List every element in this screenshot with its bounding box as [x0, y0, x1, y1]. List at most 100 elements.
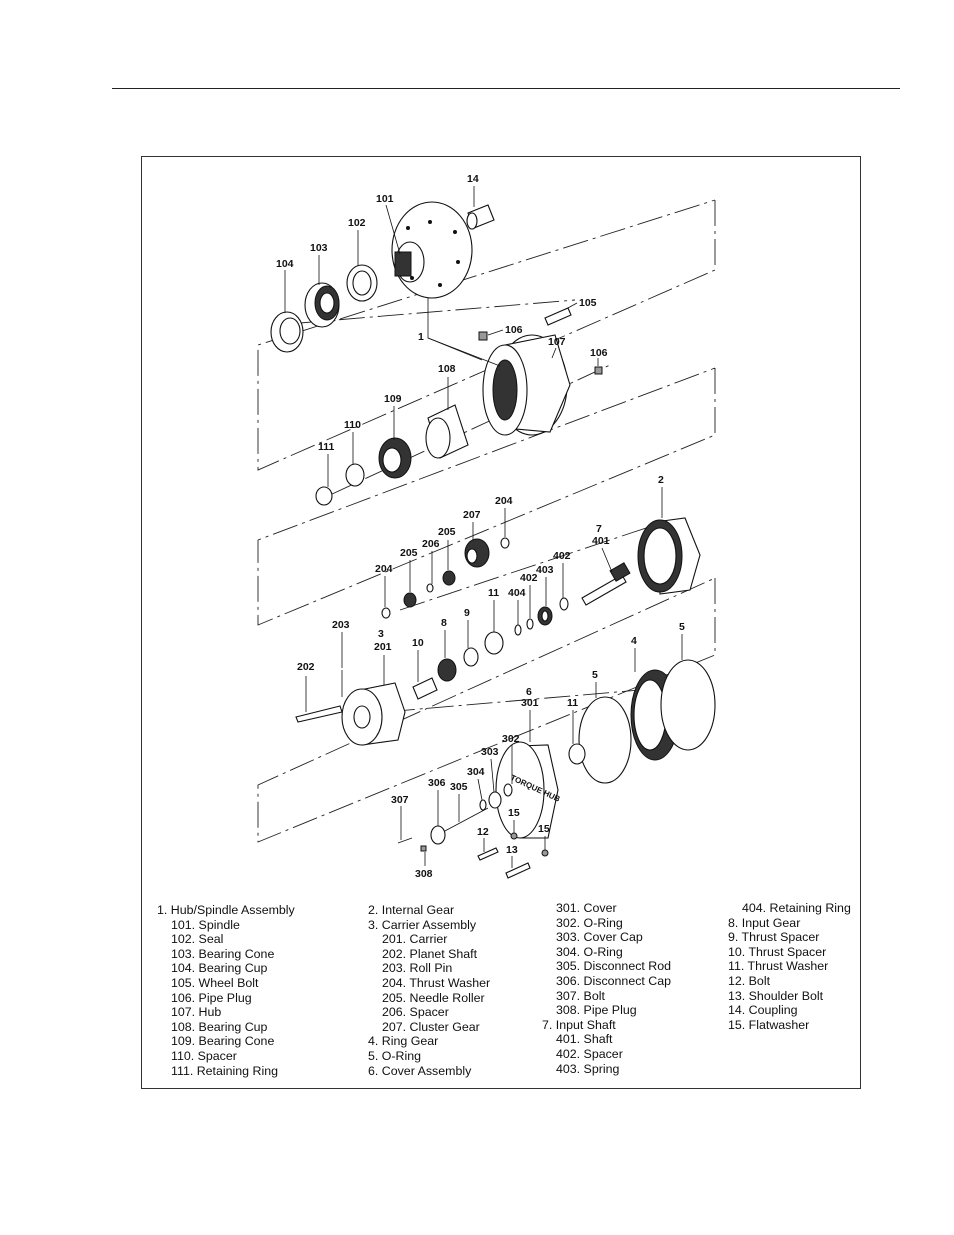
callout-207: 207 — [463, 509, 481, 521]
hub-part — [482, 334, 571, 436]
legend-item: 2. Internal Gear — [368, 903, 455, 917]
legend-item: 102. Seal — [171, 932, 224, 947]
spacer-402b-part — [526, 618, 534, 630]
callout-401: 401 — [592, 535, 610, 547]
callout-206: 206 — [422, 538, 440, 550]
callout-306: 306 — [428, 777, 446, 789]
callout-111: 111 — [318, 441, 335, 453]
legend-item: 12. Bolt — [728, 973, 771, 988]
legend-column-4: 404. Retaining Ring 8. Input Gear 9. Thr… — [728, 901, 851, 1032]
flatwasher-15b-part — [541, 849, 549, 857]
callout-12: 12 — [477, 826, 489, 838]
legend-item: 8. Input Gear — [728, 915, 801, 930]
legend-item: 11. Thrust Washer — [728, 959, 829, 974]
legend-item: 104. Bearing Cup — [171, 961, 268, 976]
bearing-cone-103-part — [304, 282, 340, 328]
legend-item: 207. Cluster Gear — [382, 1019, 480, 1034]
bearing-cup-108-part — [425, 404, 469, 459]
legend-item: 7. Input Shaft — [542, 1017, 616, 1032]
callout-109: 109 — [384, 393, 402, 405]
bearing-cone-109-part — [378, 437, 412, 479]
o-ring-5a-part — [660, 659, 716, 751]
callout-labels: 14 101 102 103 104 105 106 107 106 1 108… — [276, 173, 685, 880]
spacer-402a-part — [559, 597, 569, 611]
callout-13: 13 — [506, 844, 518, 856]
legend-item: 403. Spring — [556, 1061, 620, 1076]
legend-item: 304. O-Ring — [556, 944, 623, 959]
callout-302: 302 — [502, 733, 520, 745]
legend-item: 202. Planet Shaft — [382, 946, 478, 961]
thrust-washer-204b-part — [381, 607, 391, 619]
legend-item: 303. Cover Cap — [556, 930, 643, 945]
callout-402a: 402 — [553, 550, 571, 562]
carrier-part — [341, 682, 406, 746]
callout-402b: 402 — [520, 572, 538, 584]
flatwasher-15a-part — [510, 832, 518, 840]
cover-cap-part — [488, 791, 502, 809]
figure-frame — [141, 156, 861, 1089]
o-ring-302-part — [503, 783, 513, 797]
thrust-washer-11b-part — [568, 743, 586, 765]
legend-item: 203. Roll Pin — [382, 961, 453, 976]
legend-item: 308. Pipe Plug — [556, 1003, 637, 1018]
legend-column-3: 301. Cover 302. O-Ring 303. Cover Cap 30… — [542, 901, 671, 1076]
callout-7: 7 — [596, 523, 602, 535]
callout-202: 202 — [297, 661, 315, 673]
callout-201: 201 — [374, 641, 392, 653]
wheel-bolt-part — [544, 307, 572, 326]
callout-15b: 15 — [538, 823, 550, 835]
legend-item: 1. Hub/Spindle Assembly — [157, 903, 295, 917]
callout-305: 305 — [450, 781, 468, 793]
spacer-206-part — [426, 583, 434, 593]
legend-item: 204. Thrust Washer — [382, 975, 491, 990]
legend-item: 13. Shoulder Bolt — [728, 988, 824, 1003]
callout-5a: 5 — [679, 621, 685, 633]
callout-404: 404 — [508, 587, 526, 599]
bolt-12-part — [477, 847, 499, 861]
callout-108: 108 — [438, 363, 456, 375]
callout-301: 301 — [521, 697, 539, 709]
legend-item: 404. Retaining Ring — [742, 901, 851, 915]
spindle-part — [391, 201, 473, 299]
callout-107: 107 — [548, 336, 566, 348]
callout-106b: 106 — [590, 347, 608, 359]
input-gear-part — [437, 658, 457, 682]
legend-item: 111. Retaining Ring — [171, 1063, 278, 1078]
callout-204b: 204 — [375, 563, 393, 575]
pipe-plug-106a-part — [478, 331, 488, 341]
pipe-plug-106b-part — [594, 366, 603, 375]
needle-roller-205a-part — [442, 570, 456, 586]
callout-4: 4 — [631, 635, 637, 647]
callout-205a: 205 — [438, 526, 456, 538]
legend-column-2: 2. Internal Gear 3. Carrier Assembly 201… — [368, 903, 490, 1078]
callout-307: 307 — [391, 794, 409, 806]
legend-item: 5. O-Ring — [368, 1048, 422, 1063]
legend-item: 10. Thrust Spacer — [728, 944, 827, 959]
cover-part: TORQUE HUB — [495, 741, 562, 839]
thrust-washer-204a-part — [500, 537, 510, 549]
legend-item: 101. Spindle — [171, 917, 240, 932]
bolt-307-part — [397, 837, 413, 844]
legend-column-1: 1. Hub/Spindle Assembly 101. Spindle 102… — [157, 903, 295, 1078]
internal-gear-part — [637, 517, 701, 595]
thrust-spacer-9-part — [463, 647, 479, 667]
legend-item: 9. Thrust Spacer — [728, 930, 820, 945]
legend-item: 301. Cover — [556, 901, 617, 915]
callout-303: 303 — [481, 746, 499, 758]
callout-2: 2 — [658, 474, 664, 486]
legend-item: 302. O-Ring — [556, 915, 623, 930]
callout-8: 8 — [441, 617, 447, 629]
legend-item: 201. Carrier — [382, 932, 448, 947]
callout-104: 104 — [276, 258, 294, 270]
pipe-plug-308-part — [420, 845, 427, 852]
seal-part — [346, 264, 378, 302]
callout-11b: 11 — [567, 697, 578, 709]
legend-item: 3. Carrier Assembly — [368, 917, 477, 932]
legend-item: 307. Bolt — [556, 988, 605, 1003]
callout-308: 308 — [415, 868, 433, 880]
disconnect-cap-part — [430, 825, 446, 845]
legend-item: 402. Spacer — [556, 1046, 623, 1061]
callout-110: 110 — [344, 419, 361, 431]
callout-15a: 15 — [508, 807, 520, 819]
legend-item: 206. Spacer — [382, 1005, 449, 1020]
